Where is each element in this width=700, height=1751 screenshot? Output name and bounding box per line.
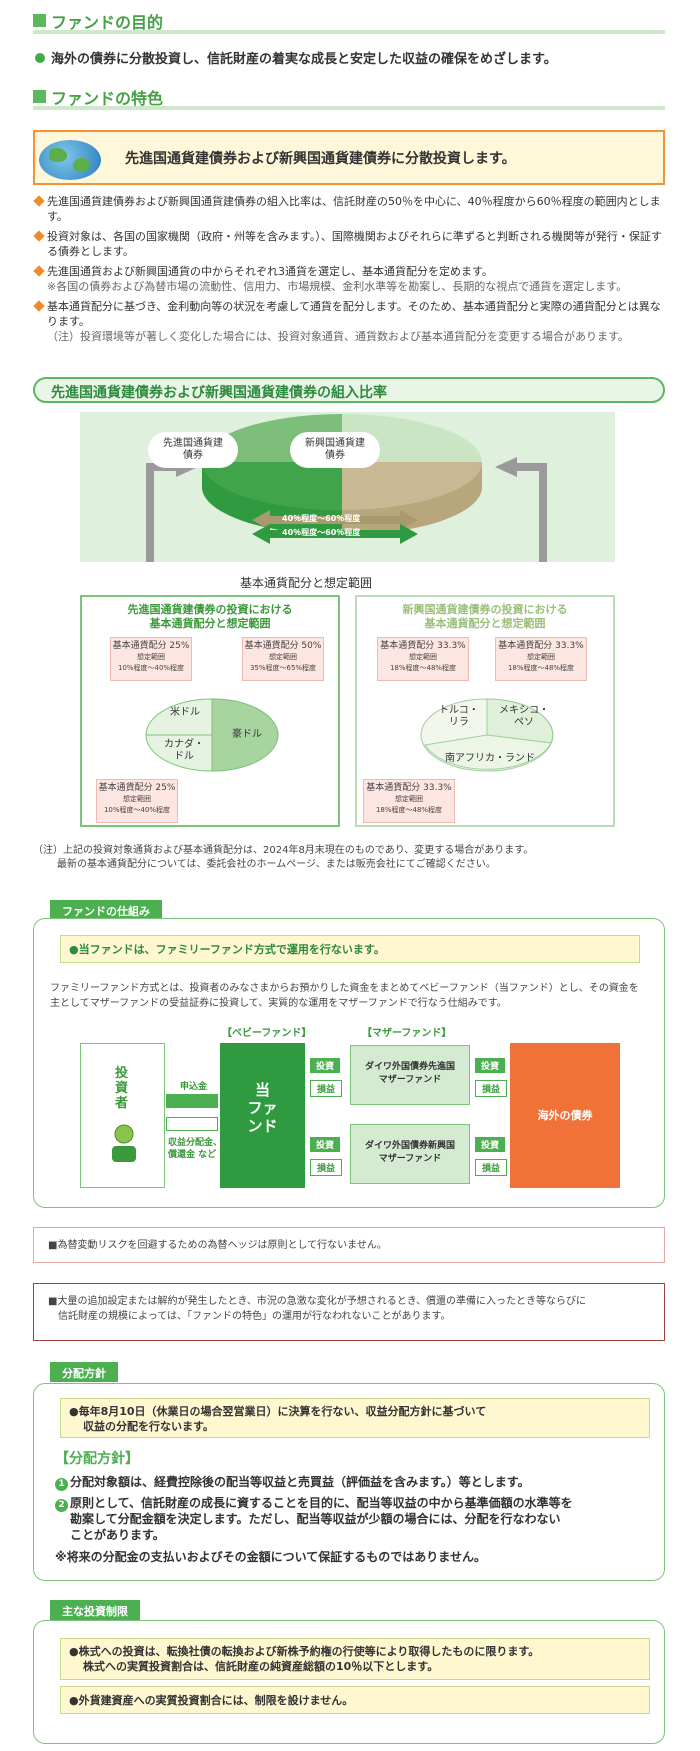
- notice-operation: ■大量の追加設定または解約が発生したとき、市況の急激な変化が予想されるとき、償還…: [33, 1283, 665, 1341]
- currency-label: 米ドル: [170, 707, 200, 718]
- currency-label: トルコ・ リラ: [439, 705, 479, 728]
- baby-fund-label: 【ベビーファンド】: [222, 1028, 312, 1039]
- feature-box-text: 先進国通貨建債券および新興国通貨建債券に分散投資します。: [125, 151, 516, 167]
- diamond-bullet-icon: [33, 300, 45, 312]
- distribution-heading: 【分配方針】: [55, 1451, 139, 1467]
- pl-arrow: 損益: [310, 1080, 343, 1097]
- feature-item-text: 先進国通貨および新興国通貨の中からそれぞれ3通貨を選定し、基本通貨配分を定めます…: [47, 265, 493, 278]
- limits-stock: ●株式への投資は、転換社債の転換および新株予約権の行使等により取得したものに限り…: [60, 1638, 650, 1680]
- developed-allocation-box: 先進国通貨建債券の投資における 基本通貨配分と想定範囲 基本通貨配分 25%想定…: [80, 595, 340, 827]
- mother-fund-emerging: ダイワ外国債券新興国 マザーファンド: [350, 1124, 470, 1184]
- investor-box: 投 資 者: [80, 1043, 165, 1188]
- notice-hedge-text: ■為替変動リスクを回避するための為替ヘッジは原則として行ないません。: [48, 1240, 387, 1251]
- list-item: 先進国通貨建債券および新興国通貨建債券の組入比率は、信託財産の50％を中心に、4…: [33, 194, 670, 224]
- chart-note-2: 最新の基本通貨配分については、委託会社のホームページ、または販売会社にてご確認く…: [57, 859, 496, 870]
- emerging-currency-pie: [420, 698, 554, 772]
- distribution-arrow: [166, 1117, 218, 1131]
- features-heading: ファンドの特色: [51, 89, 164, 108]
- mother-fund-label: 【マザーファンド】: [362, 1028, 452, 1039]
- developed-box-title: 先進国通貨建債券の投資における 基本通貨配分と想定範囲: [127, 603, 293, 630]
- structure-tab: ファンドの仕組み: [50, 900, 162, 920]
- notice-operation-text-2: 信託財産の規模によっては、「ファンドの特色」の運用が行なわれないことがあります。: [58, 1311, 451, 1322]
- mother-fund-developed: ダイワ外国債券先進国 マザーファンド: [350, 1045, 470, 1105]
- basic-allocation-label: 基本通貨配分と想定範囲: [240, 576, 373, 590]
- purpose-text: 海外の債券に分散投資し、信託財産の着実な成長と安定した収益の確保をめざします。: [51, 52, 557, 67]
- feature-item-note: ※各国の債券および為替市場の流動性、信用力、市場規模、金利水準等を勘案し、長期的…: [47, 280, 628, 293]
- subscription-arrow: [166, 1094, 218, 1108]
- our-fund-box: 当 ファ ンド: [220, 1043, 305, 1188]
- purpose-text-row: 海外の債券に分散投資し、信託財産の着実な成長と安定した収益の確保をめざします。: [35, 48, 557, 67]
- feature-item-text: 先進国通貨建債券および新興国通貨建債券の組入比率は、信託財産の50％を中心に、4…: [47, 195, 661, 223]
- diamond-bullet-icon: [33, 195, 45, 207]
- diamond-bullet-icon: [33, 265, 45, 277]
- subscription-label: 申込金: [180, 1082, 208, 1092]
- green-bullet-icon: [35, 53, 45, 63]
- number-2-icon: 2: [55, 1499, 68, 1512]
- diamond-bullet-icon: [33, 230, 45, 242]
- structure-desc-2: 主としてマザーファンドの受益証券に投資して、実質的な運用をマザーファンドで行なう…: [50, 998, 507, 1009]
- purpose-heading-bar: ファンドの目的: [33, 8, 665, 34]
- feature-item-note: （注）投資環境等が著しく変化した場合には、投資対象通貨、通貨数および基本通貨配分…: [47, 330, 629, 343]
- structure-highlight: ●当ファンドは、ファミリーファンド方式で運用を行ないます。: [60, 935, 640, 963]
- structure-desc-1: ファミリーファンド方式とは、投資者のみなさまからお預かりした資金をまとめてベビー…: [50, 983, 639, 994]
- feature-item-text: 投資対象は、各国の国家機関（政府・州等を含みます。）、国際機関およびそれらに準ず…: [47, 230, 662, 258]
- purpose-heading: ファンドの目的: [51, 13, 164, 32]
- list-item: 基本通貨配分に基づき、金利動向等の状況を考慮して通貨を配分します。そのため、基本…: [33, 299, 670, 344]
- invest-arrow: 投資: [310, 1058, 341, 1073]
- composition-title-pill: 先進国通貨建債券および新興国通貨建債券の組入比率: [33, 377, 665, 403]
- currency-label: 南アフリカ・ランド: [445, 753, 535, 764]
- invest-arrow: 投資: [475, 1058, 506, 1073]
- limits-foreign: ●外貨建資産への実質投資割合には、制限を設けません。: [60, 1686, 650, 1714]
- person-icon: [112, 1124, 136, 1162]
- notice-hedge: ■為替変動リスクを回避するための為替ヘッジは原則として行ないません。: [33, 1227, 665, 1263]
- investor-label: 投 資 者: [115, 1066, 129, 1111]
- feature-list: 先進国通貨建債券および新興国通貨建債券の組入比率は、信託財産の50％を中心に、4…: [33, 194, 670, 349]
- emerging-allocation-box: 新興国通貨建債券の投資における 基本通貨配分と想定範囲 基本通貨配分 33.3%…: [355, 595, 615, 827]
- composition-title: 先進国通貨建債券および新興国通貨建債券の組入比率: [51, 385, 387, 401]
- distribution-highlight: ●毎年8月10日（休業日の場合翌営業日）に決算を行ない、収益分配方針に基づいて …: [60, 1398, 650, 1438]
- range-label-1: 40％程度～60％程度: [282, 514, 361, 523]
- currency-label: カナダ・ ドル: [164, 739, 204, 762]
- chart-note-1: （注）上記の投資対象通貨および基本通貨配分は、2024年8月末現在のものであり、…: [33, 845, 534, 856]
- developed-currency-pie: [145, 698, 279, 772]
- features-heading-bar: ファンドの特色: [33, 84, 665, 110]
- list-item: 投資対象は、各国の国家機関（政府・州等を含みます。）、国際機関およびそれらに準ず…: [33, 229, 670, 259]
- invest-arrow: 投資: [310, 1137, 341, 1152]
- distribution-tab: 分配方針: [50, 1362, 118, 1382]
- distribution-point-2b: 勘案して分配金額を決定します。ただし、配当等収益が少額の場合には、分配を行なわな…: [70, 1512, 561, 1526]
- distribution-label: 収益分配金、 償還金 など: [168, 1138, 223, 1160]
- distribution-disclaimer: ※将来の分配金の支払いおよびその金額について保証するものではありません。: [55, 1550, 486, 1564]
- emerging-box-title: 新興国通貨建債券の投資における 基本通貨配分と想定範囲: [402, 603, 568, 630]
- limits-tab: 主な投資制限: [50, 1600, 140, 1620]
- pl-arrow: 損益: [475, 1159, 508, 1176]
- number-1-icon: 1: [55, 1478, 68, 1491]
- invest-arrow: 投資: [475, 1137, 506, 1152]
- pl-arrow: 損益: [475, 1080, 508, 1097]
- emerging-label: 新興国通貨建 債券: [290, 432, 380, 468]
- feature-item-text: 基本通貨配分に基づき、金利動向等の状況を考慮して通貨を配分します。そのため、基本…: [47, 300, 661, 328]
- notice-operation-text-1: ■大量の追加設定または解約が発生したとき、市況の急激な変化が予想されるとき、償還…: [48, 1296, 587, 1307]
- list-item: 先進国通貨および新興国通貨の中からそれぞれ3通貨を選定し、基本通貨配分を定めます…: [33, 264, 670, 294]
- pl-arrow: 損益: [310, 1159, 343, 1176]
- heading-square-icon: [33, 90, 46, 103]
- overseas-bonds-box: 海外の債券: [510, 1043, 620, 1188]
- heading-square-icon: [33, 14, 46, 27]
- chart-note: （注）上記の投資対象通貨および基本通貨配分は、2024年8月末現在のものであり、…: [33, 844, 533, 872]
- globe-icon: [39, 140, 101, 180]
- currency-label: 豪ドル: [232, 729, 262, 740]
- developed-label: 先進国通貨建 債券: [148, 432, 238, 468]
- distribution-point-2c: ことがあります。: [70, 1528, 165, 1542]
- range-label-2: 40％程度～60％程度: [282, 528, 361, 537]
- currency-label: メキシコ・ ペソ: [499, 705, 549, 728]
- feature-highlight-box: 先進国通貨建債券および新興国通貨建債券に分散投資します。: [33, 130, 665, 185]
